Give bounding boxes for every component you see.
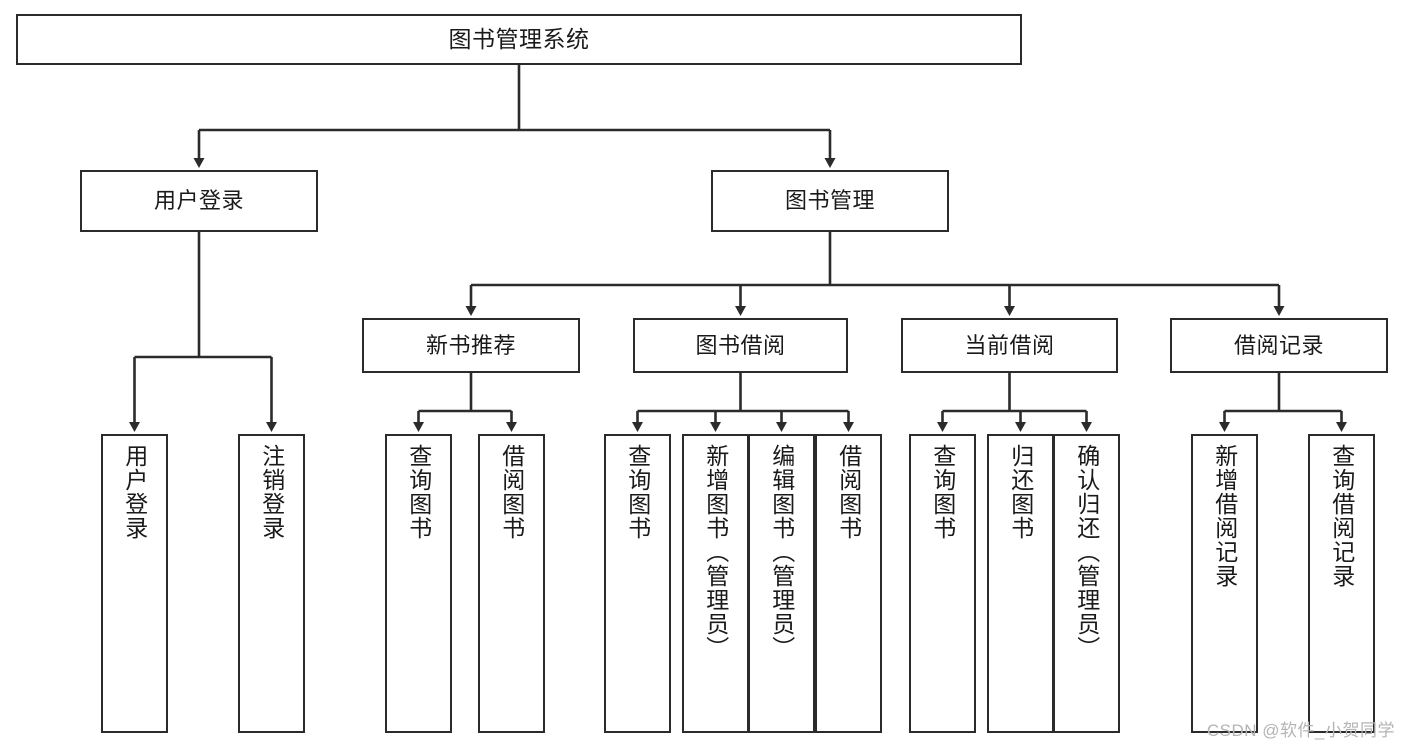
node-label: 查询图书 (929, 444, 956, 540)
node-borrow[interactable]: 图书借阅 (633, 318, 848, 373)
node-label: 用户登录 (121, 444, 148, 540)
node-label: 图书借阅 (695, 332, 786, 358)
node-nb-query[interactable]: 查询图书 (385, 434, 452, 733)
node-cr-confirm[interactable]: 确认归还（管理员） (1053, 434, 1120, 733)
node-label: 用户登录 (153, 188, 244, 214)
node-label: 编辑图书（管理员） (768, 444, 795, 660)
connector-trunk-current (942, 373, 1087, 413)
node-label: 新增借阅记录 (1211, 444, 1238, 588)
connector-trunk-root (199, 65, 830, 132)
node-nb-borrow[interactable]: 借阅图书 (478, 434, 545, 733)
node-login[interactable]: 用户登录 (80, 170, 318, 232)
watermark-label: CSDN @软件_小贺同学 (1206, 721, 1395, 740)
connector-trunk-records (1224, 373, 1342, 413)
node-label: 借阅图书 (835, 444, 862, 540)
node-login-out[interactable]: 注销登录 (238, 434, 305, 733)
node-cr-return[interactable]: 归还图书 (987, 434, 1054, 733)
node-label: 借阅记录 (1233, 332, 1324, 358)
node-label: 查询图书 (405, 444, 432, 540)
node-root[interactable]: 图书管理系统 (16, 14, 1022, 65)
connector-trunk-newbook (418, 373, 512, 413)
node-label: 确认归还（管理员） (1073, 444, 1100, 660)
node-current[interactable]: 当前借阅 (901, 318, 1118, 373)
node-label: 查询借阅记录 (1328, 444, 1355, 588)
node-label: 图书管理 (784, 188, 875, 214)
node-label: 归还图书 (1007, 444, 1034, 540)
node-label: 借阅图书 (498, 444, 525, 540)
node-login-in[interactable]: 用户登录 (101, 434, 168, 733)
node-cr-query[interactable]: 查询图书 (909, 434, 976, 733)
node-label: 当前借阅 (964, 332, 1055, 358)
node-newbook[interactable]: 新书推荐 (362, 318, 580, 373)
node-label: 新增图书（管理员） (702, 444, 729, 660)
connector-trunk-borrow (637, 373, 849, 413)
node-bw-add[interactable]: 新增图书（管理员） (682, 434, 749, 733)
node-label: 查询图书 (624, 444, 651, 540)
node-rc-query[interactable]: 查询借阅记录 (1308, 434, 1375, 733)
node-label: 注销登录 (258, 444, 285, 540)
node-label: 图书管理系统 (448, 25, 590, 52)
node-bw-borrow[interactable]: 借阅图书 (815, 434, 882, 733)
node-bw-query[interactable]: 查询图书 (604, 434, 671, 733)
node-bw-edit[interactable]: 编辑图书（管理员） (748, 434, 815, 733)
node-records[interactable]: 借阅记录 (1170, 318, 1388, 373)
node-bookmgmt[interactable]: 图书管理 (711, 170, 949, 232)
node-rc-add[interactable]: 新增借阅记录 (1191, 434, 1258, 733)
connector-trunk-bookmgmt (471, 232, 1279, 287)
connector-trunk-login (134, 232, 272, 359)
node-label: 新书推荐 (425, 332, 516, 358)
